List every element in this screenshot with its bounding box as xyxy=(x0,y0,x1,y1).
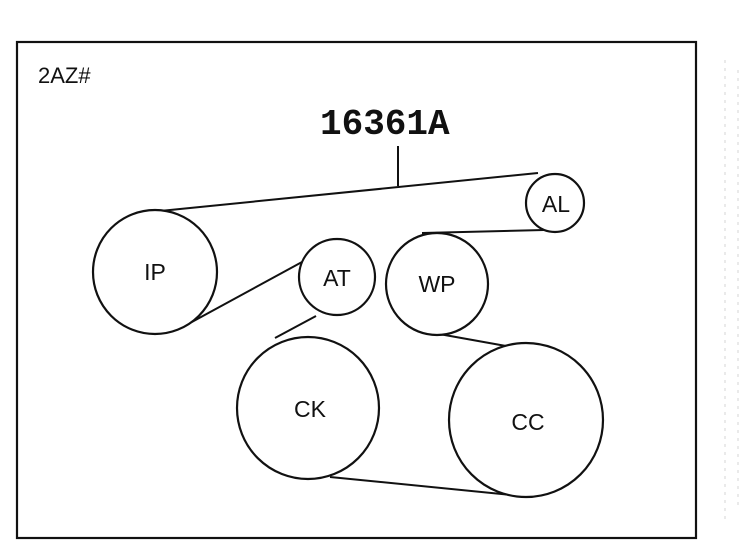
pulley-wp: WP xyxy=(384,231,490,337)
pulley-at-circle xyxy=(297,237,377,317)
belt-segment-at-ck xyxy=(274,315,317,339)
pulley-at-label: AT xyxy=(323,265,351,291)
belt-segment-at-ip xyxy=(189,261,303,324)
pulley-ck-label: CK xyxy=(294,396,327,422)
pulley-at: AT xyxy=(297,237,377,317)
pulley-al: AL xyxy=(524,172,586,234)
pulley-wp-circle xyxy=(384,231,490,337)
diagram-frame xyxy=(15,40,698,540)
pulley-al-circle xyxy=(524,172,586,234)
belt-segment-ip-al xyxy=(159,172,539,212)
pulley-ck: CK xyxy=(235,335,381,481)
pulley-ck-circle xyxy=(235,335,381,481)
pulley-al-label: AL xyxy=(542,191,570,217)
part-number-label: 16361A xyxy=(320,104,450,145)
pulley-cc-circle xyxy=(447,341,605,499)
pulley-wp-label: WP xyxy=(418,271,455,297)
engine-code-label: 2AZ# xyxy=(38,63,91,88)
pulley-cc-label: CC xyxy=(511,409,544,435)
pulley-cc: CC xyxy=(447,341,605,499)
belt-segment-ck-cc xyxy=(329,476,513,496)
pulley-ip-circle xyxy=(91,208,219,336)
pulley-ip: IP xyxy=(91,208,219,336)
pulley-ip-label: IP xyxy=(144,259,166,285)
